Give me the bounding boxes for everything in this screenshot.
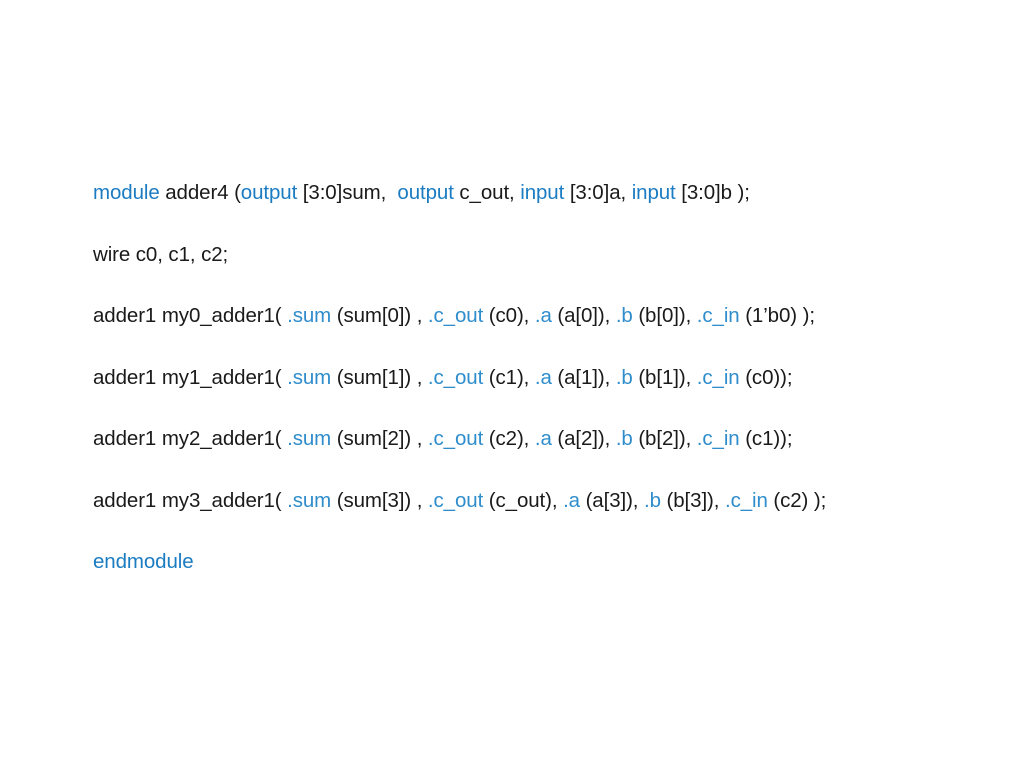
code-token: (c0), [483,304,535,327]
port-token: .a [534,304,552,327]
port-token: .c_in [724,488,768,512]
code-line-endmodule: endmodule [93,547,973,609]
code-line-instance-my1-adder1: adder1 my1_adder1( .sum (sum[1]) , .c_ou… [93,363,973,425]
keyword-token: output [397,181,454,204]
code-token: (1’b0) ); [739,304,815,327]
code-token: adder1 my3_adder1( [93,488,288,512]
port-token: .c_out [427,427,484,450]
port-token: .sum [287,488,332,512]
code-token: (b[3]), [660,488,725,512]
code-token: adder1 my1_adder1( [93,365,288,389]
code-token: (c0)); [739,365,793,389]
port-token: .a [534,427,552,450]
code-token: (a[3]), [579,488,645,512]
code-token: (sum[2]) , [331,427,428,450]
code-token: (b[1]), [632,365,697,389]
code-token: adder1 my2_adder1( [93,427,288,450]
code-token: (c1)); [739,427,793,450]
code-token: (sum[0]) , [331,304,428,327]
code-token: (sum[3]) , [331,488,428,512]
keyword-token: module [93,181,160,204]
code-token: (c_out), [483,488,564,512]
code-token: (sum[1]) , [331,365,428,389]
port-token: .b [615,427,633,450]
code-token: [3:0]b ); [675,181,750,204]
code-token: (a[2]), [551,427,616,450]
code-line-wire-declaration: wire c0, c1, c2; [93,240,973,302]
port-token: .b [615,304,633,327]
port-token: .c_out [427,304,484,327]
port-token: .c_in [696,365,740,389]
code-token: (b[2]), [632,427,697,450]
verilog-code-block: module adder4 (output [3:0]sum, output c… [93,178,973,609]
code-token: adder1 my0_adder1( [93,304,288,327]
code-token: [3:0]sum, [297,181,398,204]
port-token: .c_in [696,427,740,450]
keyword-token: endmodule [93,550,194,573]
code-token: (c1), [483,365,535,389]
code-token: wire c0, c1, c2; [93,242,229,266]
code-token: c_out, [453,181,521,204]
code-line-module-declaration: module adder4 (output [3:0]sum, output c… [93,178,973,240]
code-token: (c2) ); [767,488,827,512]
port-token: .sum [287,365,332,389]
port-token: .c_in [696,304,740,327]
code-token: (a[0]), [551,304,616,327]
keyword-token: output [240,181,298,204]
keyword-token: input [631,181,676,204]
code-line-instance-my0-adder1: adder1 my0_adder1( .sum (sum[0]) , .c_ou… [93,301,973,363]
port-token: .c_out [427,488,484,512]
port-token: .sum [287,427,332,450]
port-token: .b [615,365,633,389]
code-token: (b[0]), [632,304,697,327]
keyword-token: input [520,181,565,204]
port-token: .b [644,488,661,512]
code-line-instance-my3-adder1: adder1 my3_adder1( .sum (sum[3]) , .c_ou… [93,486,973,548]
code-token: (c2), [483,427,535,450]
port-token: .a [534,365,552,389]
port-token: .sum [287,304,332,327]
port-token: .a [563,488,580,512]
code-token: adder4 ( [159,181,241,204]
code-token: (a[1]), [551,365,616,389]
code-line-instance-my2-adder1: adder1 my2_adder1( .sum (sum[2]) , .c_ou… [93,424,973,486]
code-token: [3:0]a, [564,181,632,204]
port-token: .c_out [427,365,484,389]
